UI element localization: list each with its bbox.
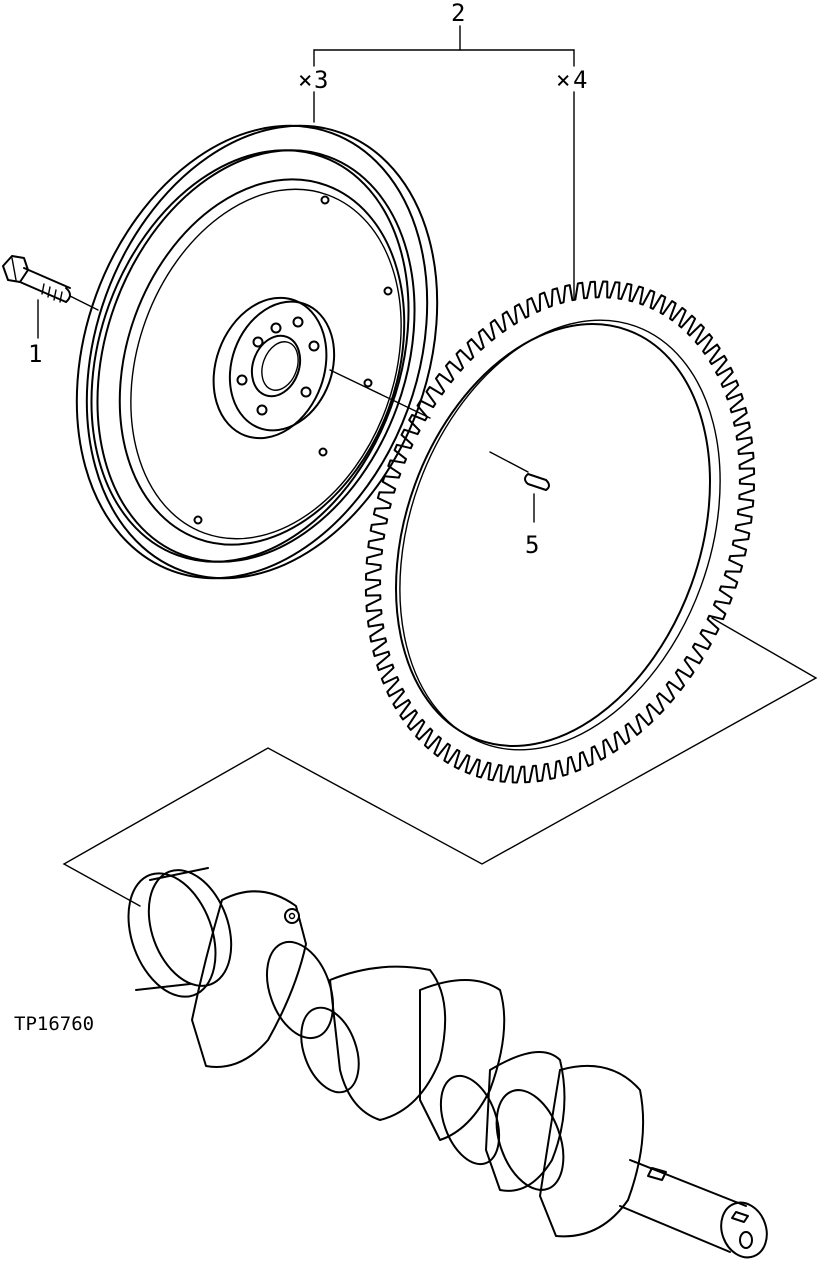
quantity-marker-3: × [298, 66, 312, 94]
dowel-pin-icon [524, 473, 550, 523]
callout-5-label: 5 [525, 531, 539, 559]
crankshaft-icon [127, 867, 768, 1259]
ring-gear-icon [364, 280, 756, 784]
figure-reference-id: TP16760 [14, 1013, 94, 1035]
callout-4-label: 4 [573, 66, 587, 94]
callout-3-label: 3 [314, 66, 328, 94]
callout-1-label: 1 [28, 340, 42, 368]
callout-2-label: 2 [451, 0, 465, 27]
bolt-icon [2, 255, 99, 339]
callout-2-bracket [313, 25, 575, 301]
flywheel-icon [75, 124, 439, 580]
assembly-bracket [62, 617, 818, 907]
dowel-alignment-line [329, 369, 431, 419]
quantity-marker-4: × [556, 66, 570, 94]
